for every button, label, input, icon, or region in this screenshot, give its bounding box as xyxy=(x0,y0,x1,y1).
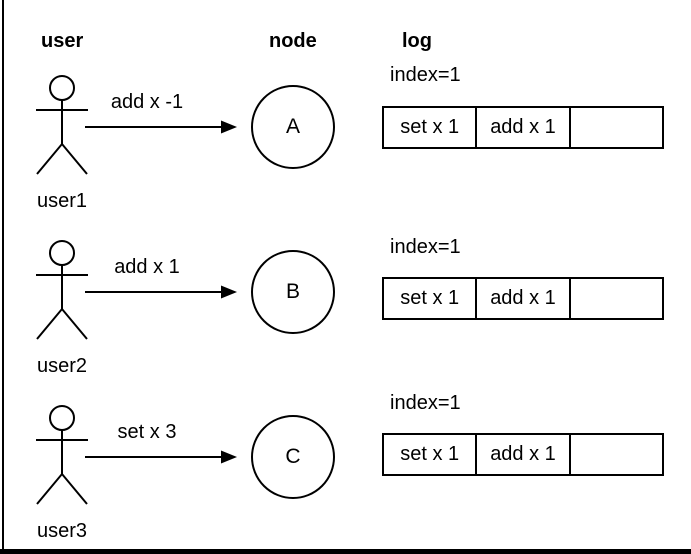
actor-name-label: user3 xyxy=(36,520,88,542)
log-cell: add x 1 xyxy=(477,279,571,318)
actor-and-arrow-row-2 xyxy=(36,240,237,340)
log-table: set x 1 add x 1 xyxy=(382,433,664,476)
actor-legs xyxy=(36,142,88,175)
arrow-head-icon xyxy=(221,120,237,134)
node-label: A xyxy=(285,115,300,138)
log-cell-empty xyxy=(571,279,662,318)
actor-legs xyxy=(36,472,88,505)
actor-head xyxy=(49,405,75,431)
actor-and-arrow-row-3 xyxy=(36,405,237,505)
log-index-label: index=1 xyxy=(390,64,461,86)
log-table: set x 1 add x 1 xyxy=(382,277,664,320)
message-label: add x 1 xyxy=(114,256,180,278)
log-cell: add x 1 xyxy=(477,435,571,474)
actor-head xyxy=(49,240,75,266)
log-cell: set x 1 xyxy=(384,279,478,318)
node-shape-a: A xyxy=(251,85,335,169)
arrow-head-icon xyxy=(221,285,237,299)
canvas-left-border xyxy=(2,0,4,554)
actor-and-arrow-row-1 xyxy=(36,75,237,175)
message-label: add x -1 xyxy=(110,91,184,113)
message-label: set x 3 xyxy=(117,421,177,443)
log-cell: add x 1 xyxy=(477,108,571,147)
log-cell: set x 1 xyxy=(384,108,478,147)
node-shape-b: B xyxy=(251,250,335,334)
actor-name-label: user1 xyxy=(36,190,88,212)
log-index-label: index=1 xyxy=(390,236,461,258)
actor-legs xyxy=(36,307,88,340)
column-header-user: user xyxy=(41,30,84,52)
log-index-label: index=1 xyxy=(390,392,461,414)
canvas-bottom-border xyxy=(0,549,691,554)
log-cell-empty xyxy=(571,108,662,147)
log-table: set x 1 add x 1 xyxy=(382,106,664,149)
column-header-node: node xyxy=(269,30,317,52)
node-label: C xyxy=(285,445,301,468)
node-label: B xyxy=(285,280,300,303)
log-cell-empty xyxy=(571,435,662,474)
column-header-log: log xyxy=(402,30,432,52)
actor-head xyxy=(49,75,75,101)
actor-name-label: user2 xyxy=(36,355,88,377)
log-cell: set x 1 xyxy=(384,435,478,474)
node-shape-c: C xyxy=(251,415,335,499)
arrow-head-icon xyxy=(221,450,237,464)
